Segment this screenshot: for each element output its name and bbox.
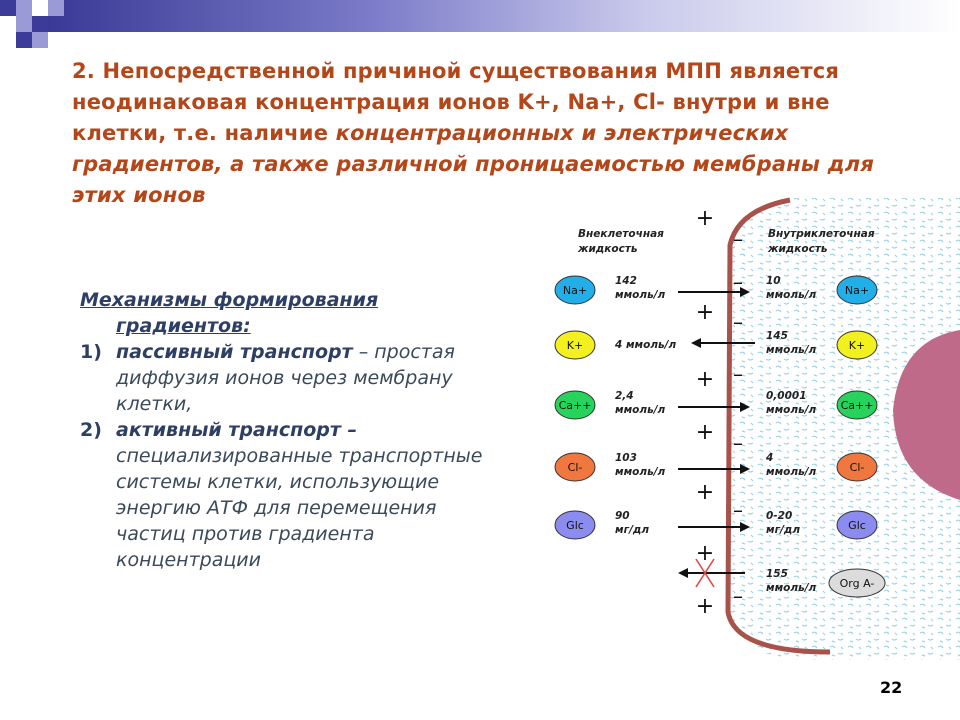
deco-square	[16, 0, 32, 16]
cell-membrane	[725, 197, 831, 655]
item-number: 2)	[80, 419, 102, 441]
plus-sign: +	[696, 367, 714, 392]
ion-inside-label: Ca++	[841, 399, 874, 412]
inside-label: жидкость	[767, 243, 828, 255]
ion-outside-label: Na+	[563, 284, 587, 297]
ion-outside-3	[554, 452, 596, 482]
nucleus	[893, 330, 960, 500]
mechanisms-block: Механизмы формирования градиентов: 1) па…	[80, 287, 510, 573]
ion-inside-label: Cl-	[850, 461, 865, 474]
outside-concentration: 4 ммоль/л	[614, 339, 677, 351]
minus-sign: –	[733, 227, 743, 251]
ion-outside-2	[554, 390, 596, 420]
plus-sign: +	[696, 480, 714, 505]
inside-concentration: ммоль/л	[766, 404, 817, 416]
outside-concentration: 103	[615, 452, 637, 464]
inside-concentration: 0-20	[766, 510, 792, 522]
outside-label: жидкость	[577, 243, 638, 255]
title-normal: 2. Непосредственной причиной существован…	[72, 59, 840, 145]
plus-sign: +	[696, 594, 714, 619]
ion-inside-label: K+	[849, 339, 865, 352]
ion-outside-0	[554, 275, 596, 305]
ion-inside-label: Glc	[848, 519, 866, 532]
ion-inside-label: Org A-	[840, 577, 875, 590]
minus-sign: –	[733, 431, 743, 455]
outside-concentration: ммоль/л	[615, 466, 666, 478]
item-text: – простая диффузия ионов через мембрану …	[116, 341, 455, 415]
inside-label: Внутриклеточная	[768, 228, 875, 240]
block-cross	[695, 558, 715, 588]
inside-concentration: 155	[766, 568, 788, 580]
inside-concentration: ммоль/л	[766, 289, 817, 301]
deco-square	[0, 0, 16, 16]
header-gradient-bar	[48, 0, 960, 32]
deco-square	[48, 0, 64, 16]
ion-outside-1	[554, 330, 596, 360]
minus-sign: –	[733, 584, 743, 608]
deco-square	[16, 32, 32, 48]
deco-square	[32, 16, 48, 32]
deco-square	[32, 32, 48, 48]
page-number: 22	[880, 678, 903, 697]
ion-inside-2	[836, 390, 878, 420]
cytoplasm-area	[728, 198, 960, 660]
ion-inside-1	[836, 330, 878, 360]
ion-inside-label: Na+	[845, 284, 869, 297]
outside-concentration: 90	[615, 510, 630, 522]
ion-inside-4	[836, 510, 878, 540]
outside-concentration: 2,4	[615, 390, 634, 402]
ion-outside-label: Ca++	[559, 399, 592, 412]
slide-title: 2. Непосредственной причиной существован…	[72, 56, 892, 211]
minus-sign: –	[733, 362, 743, 386]
title-italic: концентрационных и электрических градиен…	[72, 121, 875, 207]
ion-outside-label: K+	[567, 339, 583, 352]
plus-sign: +	[696, 420, 714, 445]
item-text: специализированные транспортные системы …	[116, 445, 483, 571]
inside-concentration: мг/дл	[766, 524, 800, 536]
plus-sign: +	[696, 300, 714, 325]
mechanism-item-active: 2) активный транспорт – специализированн…	[80, 417, 510, 573]
deco-square	[16, 16, 32, 32]
inside-concentration: 0,0001	[766, 390, 807, 402]
ion-inside-3	[836, 452, 878, 482]
minus-sign: –	[733, 310, 743, 334]
inside-concentration: 4	[765, 452, 773, 464]
outside-concentration: ммоль/л	[615, 404, 666, 416]
inside-concentration: ммоль/л	[766, 582, 817, 594]
outside-concentration: 142	[615, 275, 637, 287]
ion-inside-5	[828, 568, 886, 598]
inside-concentration: ммоль/л	[766, 344, 817, 356]
ion-outside-label: Cl-	[568, 461, 583, 474]
diagram-dynamic: Внеклеточная жидкость Внутриклеточная жидко…	[554, 206, 886, 619]
outside-concentration: ммоль/л	[615, 289, 666, 301]
minus-sign: –	[733, 270, 743, 294]
outside-concentration: мг/дл	[615, 524, 649, 536]
minus-sign: –	[733, 498, 743, 522]
plus-sign: +	[696, 541, 714, 566]
mechanism-item-passive: 1) пассивный транспорт – простая диффузи…	[80, 339, 510, 417]
inside-concentration: 145	[766, 330, 788, 342]
inside-concentration: 10	[766, 275, 781, 287]
ion-outside-label: Glc	[566, 519, 584, 532]
inside-concentration: ммоль/л	[766, 466, 817, 478]
mechanisms-heading-line1: Механизмы формирования	[80, 289, 379, 311]
ion-outside-4	[554, 510, 596, 540]
item-bold: активный транспорт –	[116, 419, 358, 441]
plus-sign: +	[696, 206, 714, 231]
ion-inside-0	[836, 275, 878, 305]
outside-label: Внеклеточная	[578, 228, 664, 240]
item-number: 1)	[80, 341, 102, 363]
item-bold: пассивный транспорт	[116, 341, 353, 363]
mechanisms-heading-line2: градиентов:	[116, 315, 251, 337]
